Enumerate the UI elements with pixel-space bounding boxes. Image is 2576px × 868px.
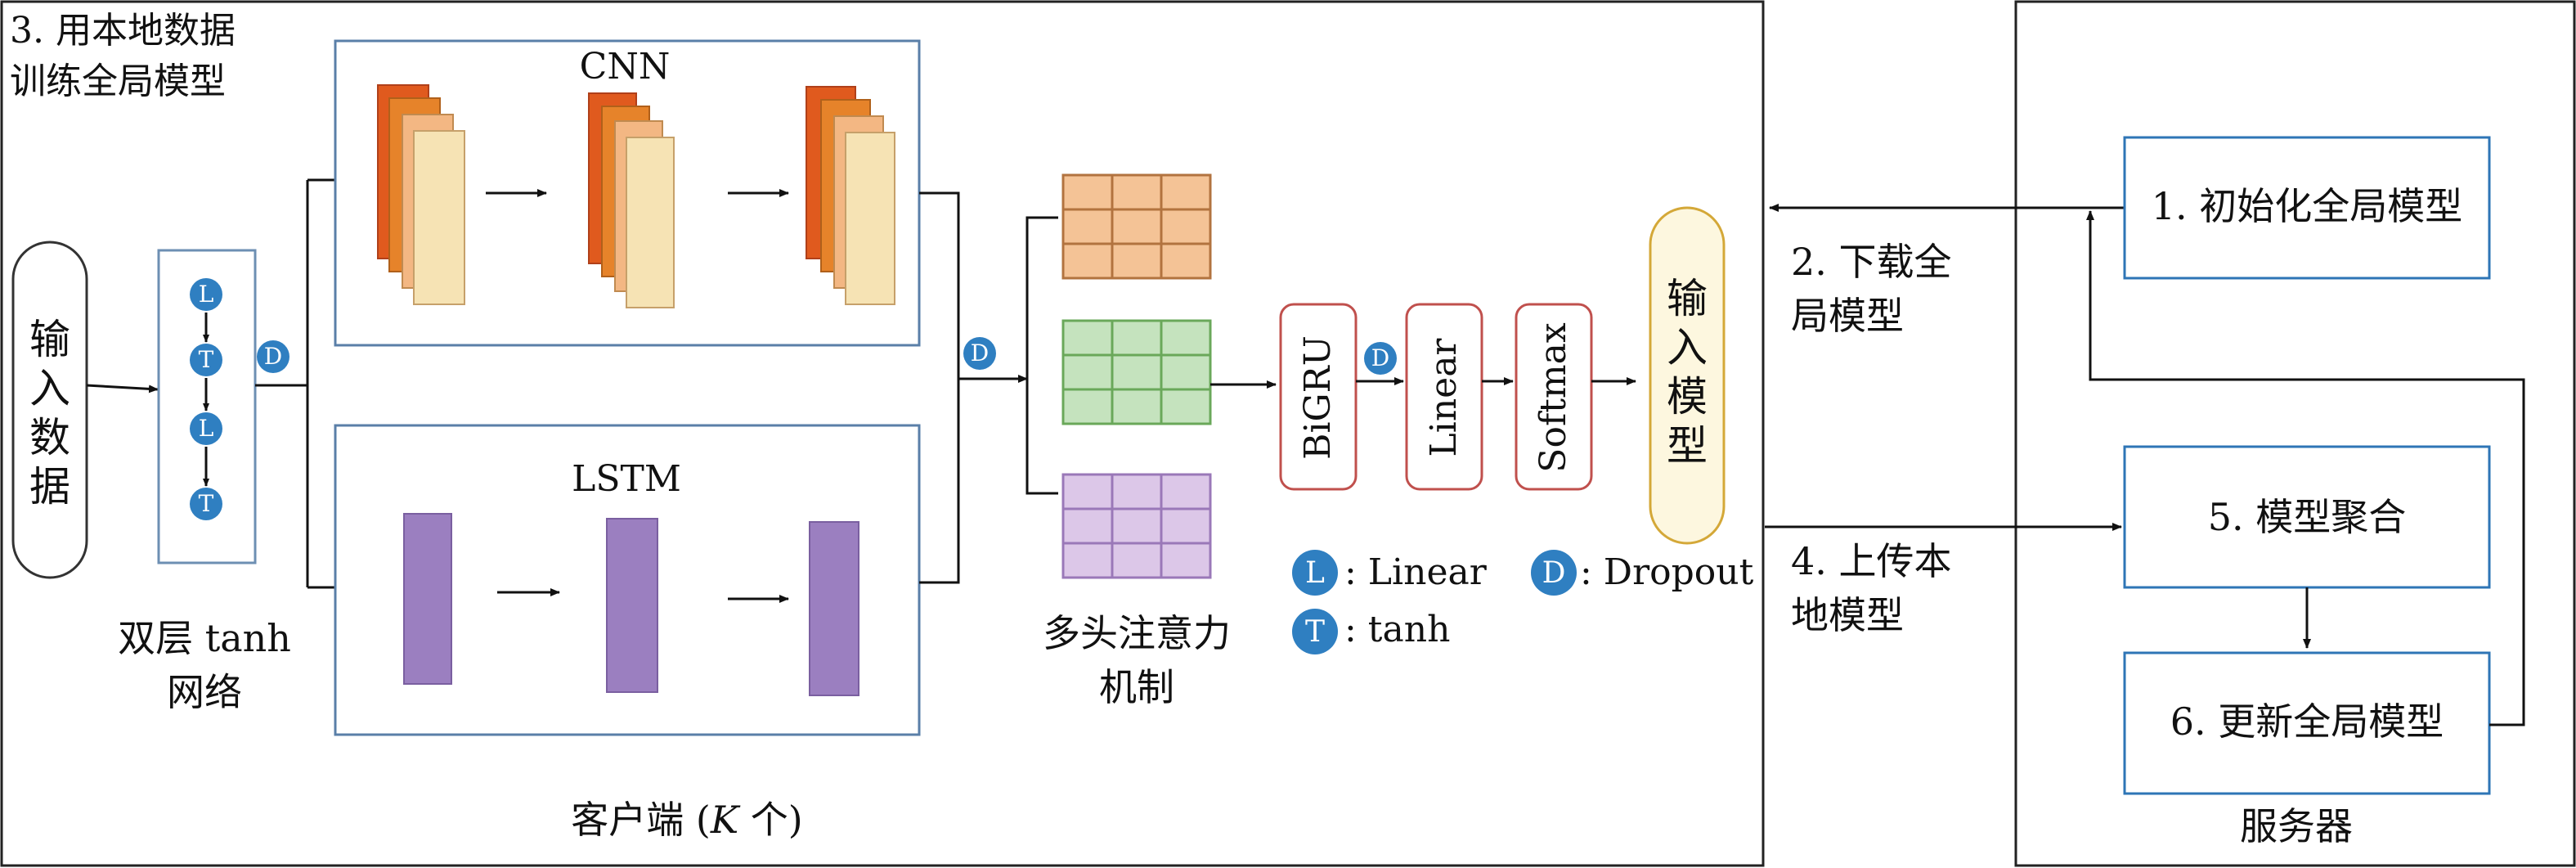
client-caption-suffix: 个) bbox=[738, 798, 803, 842]
linear-badge-letter: L bbox=[199, 281, 214, 308]
lstm-bar bbox=[403, 513, 452, 685]
legend-tanh-badge bbox=[1292, 609, 1338, 654]
cnn-feature-map-2 bbox=[588, 92, 675, 308]
attention-caption-line2: 机制 bbox=[1099, 665, 1174, 709]
step3-title-line1: 3. 用本地数据 bbox=[10, 10, 236, 52]
dropout-badge bbox=[1364, 342, 1397, 375]
cnn-title: CNN bbox=[580, 46, 671, 88]
arrow-update-to-init bbox=[2086, 210, 2525, 726]
dropout-badge bbox=[257, 340, 289, 373]
legend-linear-letter: L bbox=[1305, 556, 1325, 590]
softmax-block bbox=[1515, 303, 1593, 491]
input-data-char: 据 bbox=[29, 463, 70, 510]
linear-badge bbox=[190, 412, 222, 445]
attention-head-purple bbox=[1061, 473, 1212, 579]
server-step5-text: 5. 模型聚合 bbox=[2208, 495, 2407, 539]
legend-dropout-text: : Dropout bbox=[1580, 551, 1754, 593]
bigru-block bbox=[1279, 303, 1358, 491]
arrow-input-to-tanh bbox=[86, 384, 159, 394]
tanh-network-caption-line2: 网络 bbox=[167, 670, 242, 714]
download-label-line2: 局模型 bbox=[1791, 294, 1904, 338]
linear-badge-letter: L bbox=[199, 415, 214, 442]
output-model-char: 模 bbox=[1667, 373, 1708, 421]
legend-tanh-text: : tanh bbox=[1344, 609, 1450, 650]
cnn-layer bbox=[413, 130, 465, 305]
server-step1-text: 1. 初始化全局模型 bbox=[2152, 184, 2463, 228]
lstm-bar bbox=[809, 521, 859, 696]
dropout-badge-letter: D bbox=[1371, 344, 1389, 371]
output-model-box bbox=[1649, 206, 1726, 545]
connector-cnn-out bbox=[919, 191, 960, 584]
linear-block bbox=[1405, 303, 1483, 491]
input-data-char: 输 bbox=[29, 316, 70, 363]
bigru-label: BiGRU bbox=[1297, 335, 1339, 460]
tanh-badge bbox=[190, 488, 222, 520]
server-step6-text: 6. 更新全局模型 bbox=[2170, 699, 2444, 744]
grid-frame bbox=[1061, 319, 1212, 425]
lstm-bar bbox=[606, 518, 658, 693]
output-model-char: 入 bbox=[1667, 324, 1708, 371]
cnn-layer bbox=[845, 132, 895, 305]
cnn-feature-map-1 bbox=[377, 84, 465, 305]
connector-attention-heads bbox=[1025, 216, 1058, 495]
server-step5-box bbox=[2123, 445, 2491, 589]
input-data-char: 入 bbox=[29, 365, 70, 412]
output-model-label: 输 入 模 型 bbox=[1667, 275, 1708, 470]
tanh-chain: L T L T bbox=[190, 278, 222, 520]
grid-frame bbox=[1061, 473, 1212, 579]
softmax-label: Softmax bbox=[1533, 322, 1574, 473]
attention-head-orange bbox=[1061, 173, 1212, 280]
attention-head-green bbox=[1061, 319, 1212, 425]
input-data-char: 数 bbox=[29, 414, 70, 461]
legend-tanh-letter: T bbox=[1305, 615, 1325, 649]
output-model-char: 型 bbox=[1667, 422, 1708, 470]
server-step6-box bbox=[2123, 651, 2491, 795]
upload-label-line1: 4. 上传本 bbox=[1791, 539, 1952, 583]
client-caption-prefix: 客户端 ( bbox=[571, 798, 711, 842]
upload-label-line2: 地模型 bbox=[1791, 593, 1904, 637]
dropout-badge bbox=[963, 337, 996, 370]
legend-linear-text: : Linear bbox=[1344, 551, 1488, 593]
tanh-network-caption-line1: 双层 tanh bbox=[118, 616, 291, 660]
linear-label: Linear bbox=[1423, 338, 1465, 457]
tanh-badge-letter: T bbox=[199, 346, 214, 373]
legend: L : Linear T : tanh D : Dropout bbox=[1292, 550, 1754, 654]
attention-caption-line1: 多头注意力 bbox=[1043, 611, 1231, 655]
step3-title-line2: 训练全局模型 bbox=[10, 61, 226, 102]
lstm-title: LSTM bbox=[572, 458, 681, 500]
client-panel bbox=[0, 0, 1765, 867]
dropout-badge-letter: D bbox=[971, 340, 989, 367]
tanh-badge bbox=[190, 344, 222, 376]
dropout-badge-letter: D bbox=[264, 343, 282, 370]
client-caption: 客户端 (K 个) bbox=[571, 798, 803, 842]
grid-frame bbox=[1061, 173, 1212, 280]
client-caption-k: K bbox=[710, 798, 741, 842]
output-model-char: 输 bbox=[1667, 275, 1708, 322]
input-data-label: 输 入 数 据 bbox=[29, 316, 70, 510]
server-step1-box bbox=[2123, 136, 2491, 280]
download-label-line1: 2. 下载全 bbox=[1791, 240, 1952, 284]
legend-dropout-letter: D bbox=[1542, 556, 1566, 590]
legend-linear-badge bbox=[1292, 550, 1338, 596]
tanh-badge-letter: T bbox=[199, 490, 214, 517]
server-caption: 服务器 bbox=[2240, 804, 2353, 848]
cnn-layer bbox=[626, 137, 675, 308]
input-data-box bbox=[11, 241, 88, 579]
server-panel bbox=[2014, 0, 2576, 867]
cnn-feature-map-3 bbox=[806, 86, 895, 305]
legend-dropout-badge bbox=[1531, 550, 1577, 596]
linear-badge bbox=[190, 278, 222, 311]
